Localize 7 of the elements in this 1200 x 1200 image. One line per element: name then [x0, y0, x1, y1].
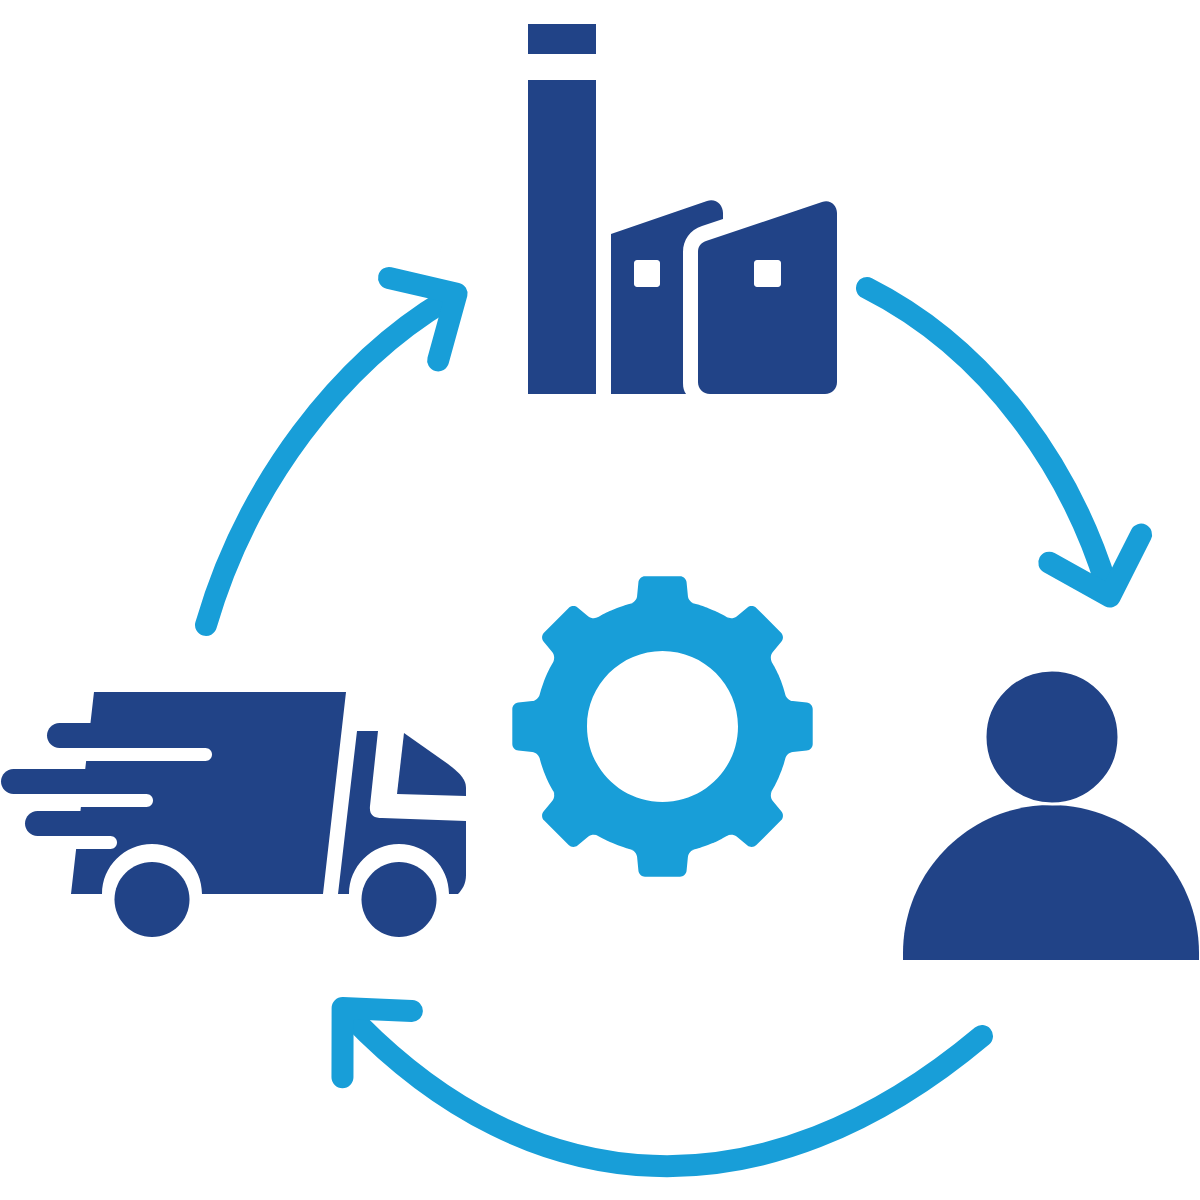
curved-arrow	[856, 277, 1153, 608]
person-icon	[903, 668, 1199, 960]
factory-icon	[528, 24, 837, 394]
curved-arrow	[331, 996, 993, 1177]
gear-icon	[512, 576, 813, 877]
truck-icon	[1, 692, 466, 937]
curved-arrow	[195, 266, 468, 636]
